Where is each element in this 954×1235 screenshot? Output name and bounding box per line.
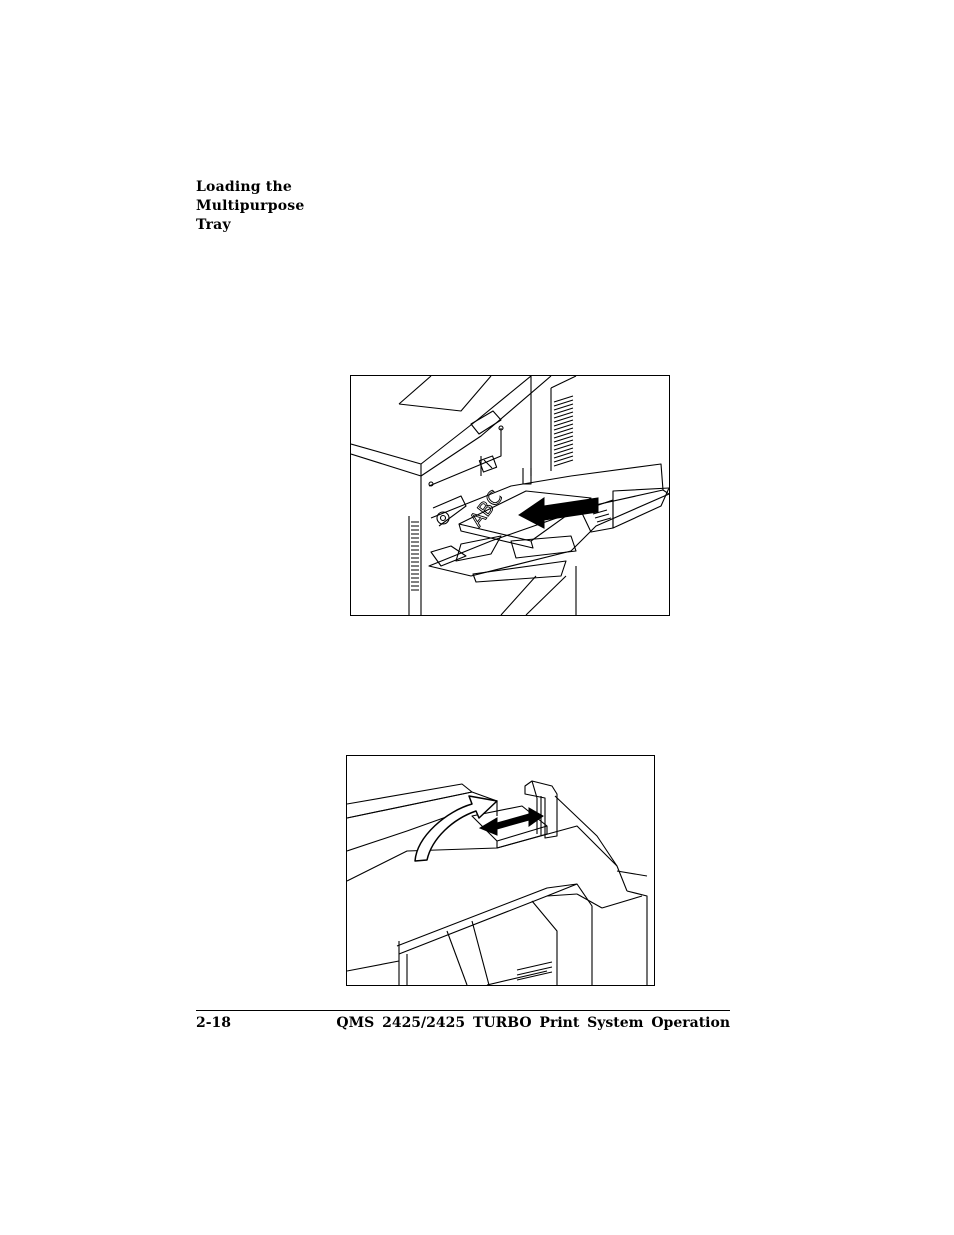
- paper-abc-label: ABC: [466, 487, 507, 531]
- figure-multipurpose-tray-loading: ABC: [350, 375, 670, 616]
- figure-top-tray-guide: [346, 755, 655, 986]
- section-heading-line-3: Tray: [196, 217, 231, 233]
- page-number: 2-18: [196, 1015, 232, 1031]
- footer-rule: [196, 1010, 730, 1011]
- printer-top-illustration: [347, 780, 648, 985]
- section-heading: Loading the Multipurpose Tray: [196, 178, 336, 235]
- printer-tray-illustration: ABC: [351, 376, 669, 615]
- section-heading-line-1: Loading the: [196, 179, 292, 195]
- running-title: QMS 2425/2425 TURBO Print System Operati…: [336, 1015, 730, 1031]
- section-heading-line-2: Multipurpose: [196, 198, 305, 214]
